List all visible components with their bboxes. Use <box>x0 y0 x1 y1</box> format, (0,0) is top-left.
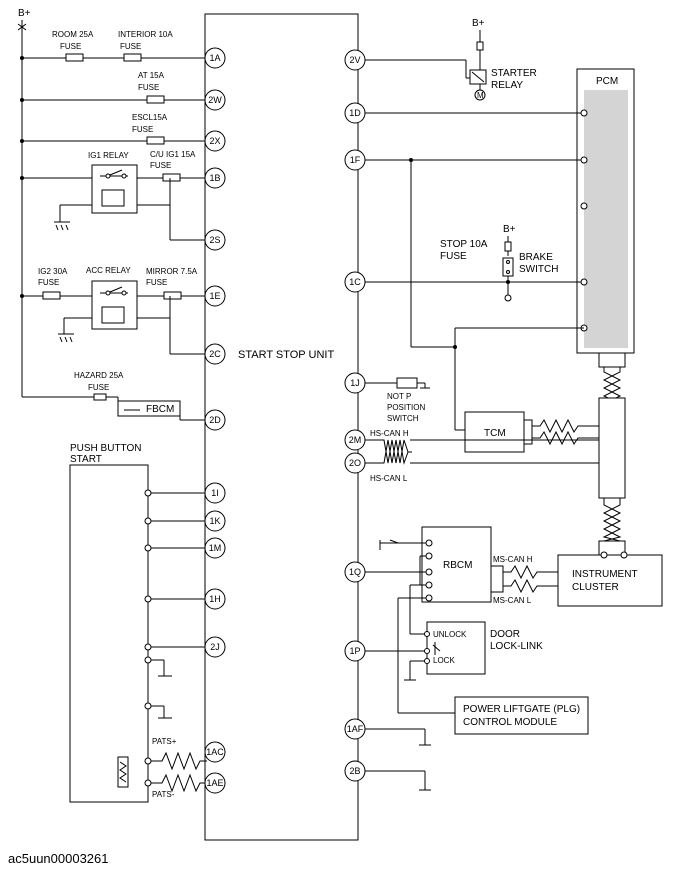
svg-text:2W: 2W <box>208 95 222 105</box>
push-button-label: PUSH BUTTON <box>70 443 142 454</box>
svg-text:POSITION: POSITION <box>387 403 425 412</box>
plg-label: POWER LIFTGATE (PLG) <box>463 704 580 715</box>
svg-text:FUSE: FUSE <box>138 83 159 92</box>
tcm-label: TCM <box>484 428 506 439</box>
svg-text:2D: 2D <box>209 415 221 425</box>
svg-text:1B: 1B <box>209 173 220 183</box>
fbcm-label: FBCM <box>146 404 174 415</box>
room-fuse <box>65 53 84 62</box>
svg-text:1K: 1K <box>209 516 220 526</box>
plg-control-module <box>454 696 589 735</box>
svg-text:CLUSTER: CLUSTER <box>572 582 619 593</box>
svg-text:LOCK: LOCK <box>433 656 455 665</box>
svg-text:FUSE: FUSE <box>146 278 167 287</box>
mirror-fuse <box>163 291 182 300</box>
figure-caption: ac5uun00003261 <box>8 851 109 866</box>
svg-text:FUSE: FUSE <box>88 383 109 392</box>
svg-text:M: M <box>477 91 484 100</box>
svg-text:HS-CAN H: HS-CAN H <box>370 429 409 438</box>
svg-text:MIRROR 7.5A: MIRROR 7.5A <box>146 267 198 276</box>
svg-text:1P: 1P <box>349 646 360 656</box>
pcm-label: PCM <box>596 76 618 87</box>
svg-text:UNLOCK: UNLOCK <box>433 630 467 639</box>
svg-text:2O: 2O <box>349 458 361 468</box>
instrument-cluster-label: INSTRUMENT <box>572 569 638 580</box>
svg-text:FUSE: FUSE <box>440 251 467 262</box>
escl-fuse <box>146 136 165 145</box>
svg-text:1Q: 1Q <box>349 567 361 577</box>
ig1-relay-label: IG1 RELAY <box>88 151 129 160</box>
b-plus-label-left: B+ <box>18 8 31 19</box>
svg-text:1F: 1F <box>350 155 361 165</box>
interior-fuse <box>123 53 142 62</box>
at-fuse <box>146 95 165 104</box>
instrument-cluster <box>557 554 663 607</box>
hazard-fuse <box>93 393 107 401</box>
svg-text:HAZARD 25A: HAZARD 25A <box>74 371 124 380</box>
svg-text:PATS-: PATS- <box>152 790 175 799</box>
svg-text:1J: 1J <box>350 378 360 388</box>
svg-text:LOCK-LINK: LOCK-LINK <box>490 641 543 652</box>
svg-text:FUSE: FUSE <box>38 278 59 287</box>
svg-text:PATS+: PATS+ <box>152 737 177 746</box>
svg-text:1AE: 1AE <box>206 778 223 788</box>
tcm-module <box>464 411 525 453</box>
svg-text:1C: 1C <box>349 277 361 287</box>
cu-ig1-fuse <box>162 173 181 182</box>
start-stop-unit-body <box>204 13 359 841</box>
svg-text:1E: 1E <box>209 291 220 301</box>
svg-text:CONTROL MODULE: CONTROL MODULE <box>463 717 557 728</box>
svg-text:RELAY: RELAY <box>491 80 523 91</box>
svg-text:C/U IG1 15A: C/U IG1 15A <box>150 150 196 159</box>
svg-text:NOT P: NOT P <box>387 392 411 401</box>
svg-text:STOP 10A: STOP 10A <box>440 239 488 250</box>
svg-text:START: START <box>70 454 102 465</box>
svg-text:MS-CAN L: MS-CAN L <box>493 596 532 605</box>
rbcm-module <box>421 526 492 603</box>
rbcm-label: RBCM <box>443 560 472 571</box>
svg-text:1D: 1D <box>349 108 361 118</box>
svg-text:1A: 1A <box>209 53 220 63</box>
fbcm-box <box>117 400 181 417</box>
svg-text:2V: 2V <box>349 55 360 65</box>
svg-text:HS-CAN L: HS-CAN L <box>370 474 408 483</box>
ig2-fuse <box>42 291 61 300</box>
svg-text:SWITCH: SWITCH <box>387 414 419 423</box>
svg-text:FUSE: FUSE <box>120 42 141 51</box>
svg-text:ESCL15A: ESCL15A <box>132 113 168 122</box>
svg-text:FUSE: FUSE <box>150 161 171 170</box>
svg-text:2M: 2M <box>349 435 362 445</box>
svg-text:STARTER: STARTER <box>491 68 537 79</box>
interior-fuse-label: INTERIOR 10A <box>118 30 173 39</box>
svg-text:1I: 1I <box>211 488 219 498</box>
b-plus-label-right: B+ <box>472 18 485 29</box>
svg-text:1AC: 1AC <box>206 747 224 757</box>
svg-text:BRAKE: BRAKE <box>519 252 553 263</box>
svg-text:2J: 2J <box>210 642 220 652</box>
svg-text:FUSE: FUSE <box>132 125 153 134</box>
svg-text:2B: 2B <box>349 766 360 776</box>
svg-text:MS-CAN H: MS-CAN H <box>493 555 533 564</box>
svg-text:2S: 2S <box>209 235 220 245</box>
svg-text:AT 15A: AT 15A <box>138 71 165 80</box>
not-p-switch <box>396 377 418 389</box>
acc-relay-label: ACC RELAY <box>86 266 131 275</box>
room-fuse-label: ROOM 25A <box>52 30 94 39</box>
svg-text:2X: 2X <box>209 136 220 146</box>
svg-text:B+: B+ <box>503 224 516 235</box>
svg-text:FUSE: FUSE <box>60 42 81 51</box>
svg-text:SWITCH: SWITCH <box>519 264 558 275</box>
svg-text:1H: 1H <box>209 594 221 604</box>
push-button-start <box>69 464 149 803</box>
svg-text:2C: 2C <box>209 349 221 359</box>
start-stop-unit-label: START STOP UNIT <box>238 349 334 361</box>
left-pin-group: 1A 2W 2X 1B 2S 1E 2C 2D 1I 1K 1M 1H 2J 1… <box>204 47 226 794</box>
svg-text:IG2 30A: IG2 30A <box>38 267 68 276</box>
svg-text:1M: 1M <box>209 543 222 553</box>
svg-text:DOOR: DOOR <box>490 629 520 640</box>
svg-text:1AF: 1AF <box>347 724 364 734</box>
